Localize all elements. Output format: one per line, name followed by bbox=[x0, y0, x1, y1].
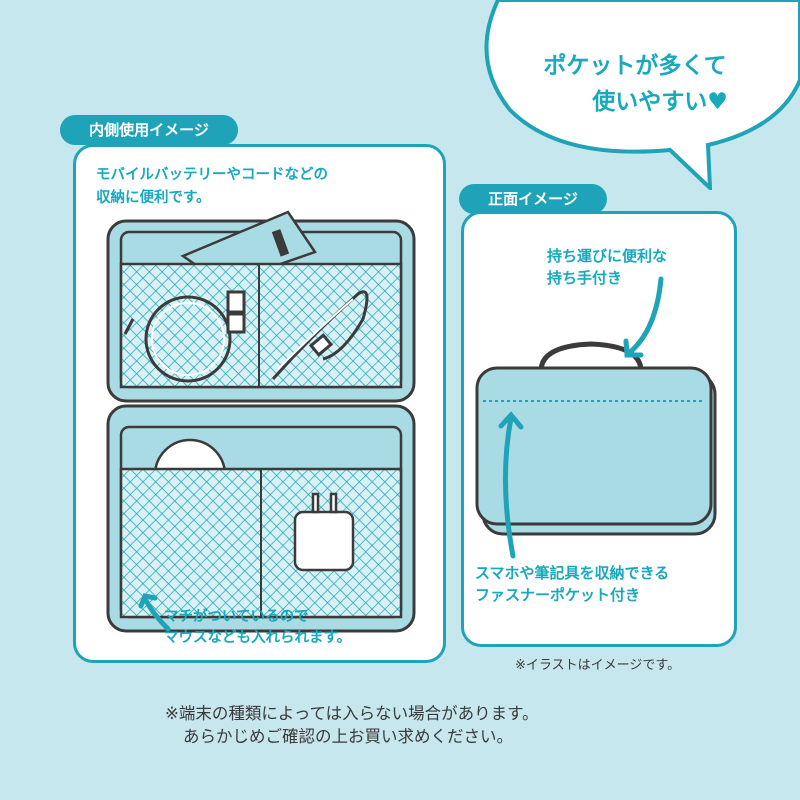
handle-arrow-icon bbox=[623, 276, 664, 358]
handle-caption-line-1: 持ち運びに便利な bbox=[547, 247, 668, 265]
bubble-text: ポケットが多くて 使いやすい♥ bbox=[470, 48, 800, 120]
speech-bubble bbox=[484, 0, 800, 190]
ac-adapter-icon bbox=[293, 492, 355, 572]
coiled-cable-icon bbox=[123, 290, 246, 383]
inner-desc-line-1: モバイルバッテリーやコードなどの bbox=[96, 167, 328, 183]
cable-bundle-icon bbox=[271, 290, 369, 380]
bubble-line-2: 使いやすい♥ bbox=[592, 89, 728, 115]
disclaimer-line-2: あらかじめご確認の上お買い求めください。 bbox=[183, 727, 513, 746]
inner-tag: 内側使用イメージ bbox=[60, 115, 238, 145]
handle-caption-line-2: 持ち手付き bbox=[547, 269, 623, 287]
pocket-caption: スマホや筆記具を収納できる ファスナーポケット付き bbox=[475, 562, 669, 606]
inner-caption-line-2: マウスなども入れられます。 bbox=[164, 630, 352, 646]
pocket-caption-line-1: スマホや筆記具を収納できる bbox=[475, 564, 670, 582]
illustration-note: ※イラストはイメージです。 bbox=[515, 658, 681, 673]
inner-desc-line-2: 収納に便利です。 bbox=[96, 190, 211, 206]
front-tag: 正面イメージ bbox=[459, 184, 607, 214]
inner-description: モバイルバッテリーやコードなどの 収納に便利です。 bbox=[96, 164, 328, 210]
inner-caption-line-1: マチがついているので bbox=[164, 609, 309, 625]
pocket-arrow-icon bbox=[498, 411, 524, 559]
inner-illustration bbox=[106, 210, 416, 633]
disclaimer: ※端末の種類によっては入らない場合があります。 あらかじめご確認の上お買い求めく… bbox=[165, 702, 539, 748]
pocket-caption-line-2: ファスナーポケット付き bbox=[475, 586, 641, 604]
front-illustration bbox=[475, 276, 717, 559]
handle-caption: 持ち運びに便利な 持ち手付き bbox=[547, 245, 667, 289]
inner-caption: マチがついているので マウスなども入れられます。 bbox=[164, 607, 351, 649]
curved-arrow-icon bbox=[138, 593, 171, 632]
handle-icon bbox=[538, 341, 644, 372]
disclaimer-line-1: ※端末の種類によっては入らない場合があります。 bbox=[165, 704, 539, 723]
bubble-line-1: ポケットが多くて bbox=[543, 53, 727, 79]
